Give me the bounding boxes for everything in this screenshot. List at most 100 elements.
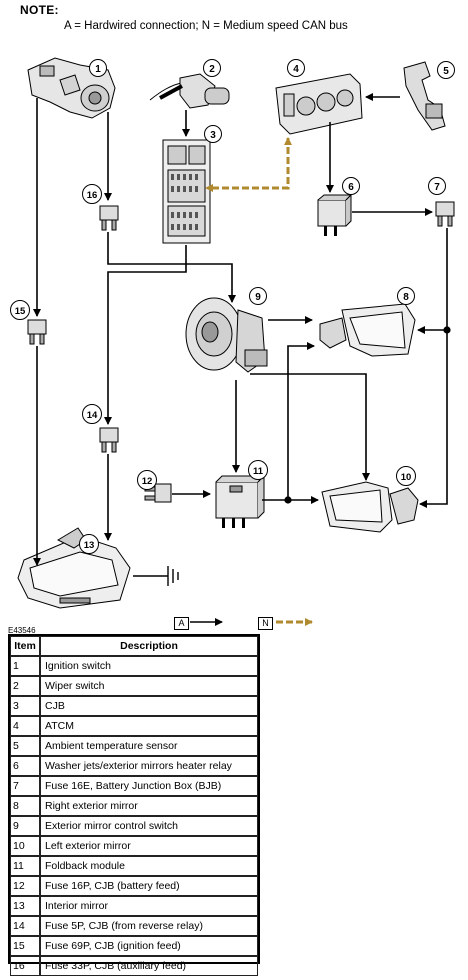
- row-description: Fuse 69P, CJB (ignition feed): [40, 936, 258, 956]
- row-description: Ignition switch: [40, 656, 258, 676]
- callout-4: 4: [287, 59, 305, 77]
- row-item: 7: [10, 776, 40, 796]
- callout-5-label: 5: [443, 66, 449, 77]
- callout-13-label: 13: [84, 540, 95, 551]
- callout-16-label: 16: [87, 190, 98, 201]
- row-description: Exterior mirror control switch: [40, 816, 258, 836]
- fuse-69p: [27, 319, 47, 345]
- callout-3-label: 3: [210, 130, 216, 141]
- row-description: Left exterior mirror: [40, 836, 258, 856]
- wiring-diagram: 1 2 3 4 5 6 7 8 9 10 11 12 13 14 15 16: [10, 57, 455, 626]
- callout-3: 3: [204, 125, 222, 143]
- wiper-switch: [149, 73, 230, 109]
- cjb-module: [162, 139, 211, 244]
- callout-10: 10: [396, 466, 416, 486]
- row-item: 15: [10, 936, 40, 956]
- callout-8: 8: [397, 287, 415, 305]
- row-item: 3: [10, 696, 40, 716]
- callout-11-label: 11: [253, 466, 264, 477]
- row-item: 14: [10, 916, 40, 936]
- legend-can-label: N: [258, 617, 273, 630]
- row-item: 10: [10, 836, 40, 856]
- row-description: CJB: [40, 696, 258, 716]
- callout-15-label: 15: [15, 306, 26, 317]
- row-item: 5: [10, 736, 40, 756]
- callout-16: 16: [82, 184, 102, 204]
- header-description: Description: [40, 636, 258, 656]
- row-item: 11: [10, 856, 40, 876]
- callout-7: 7: [428, 177, 446, 195]
- callout-1-label: 1: [95, 64, 101, 75]
- fuse-16e: [435, 201, 455, 227]
- callout-14: 14: [82, 404, 102, 424]
- mirror-control-switch: [185, 297, 268, 373]
- callout-1: 1: [89, 59, 107, 77]
- row-item: 6: [10, 756, 40, 776]
- callout-12-label: 12: [142, 476, 153, 487]
- callout-15: 15: [10, 300, 30, 320]
- row-item: 4: [10, 716, 40, 736]
- fuse-33p: [99, 205, 119, 231]
- row-item: 1: [10, 656, 40, 676]
- row-item: 13: [10, 896, 40, 916]
- callout-2-label: 2: [209, 64, 215, 75]
- fuse-5p: [99, 427, 119, 453]
- callout-11: 11: [248, 460, 268, 480]
- row-description: Ambient temperature sensor: [40, 736, 258, 756]
- callout-7-label: 7: [434, 182, 440, 193]
- row-description: Fuse 5P, CJB (from reverse relay): [40, 916, 258, 936]
- heater-relay: [317, 193, 353, 236]
- callout-9: 9: [249, 287, 267, 305]
- row-description: Interior mirror: [40, 896, 258, 916]
- note-title: NOTE:: [20, 3, 59, 17]
- callout-4-label: 4: [293, 64, 299, 75]
- callout-12: 12: [137, 470, 157, 490]
- row-item: 12: [10, 876, 40, 896]
- callout-14-label: 14: [87, 410, 98, 421]
- callout-6-label: 6: [348, 182, 354, 193]
- atcm-panel: [275, 73, 363, 135]
- callout-13: 13: [79, 534, 99, 554]
- figure-id: E43546: [8, 626, 36, 635]
- row-description: ATCM: [40, 716, 258, 736]
- row-description: Washer jets/exterior mirrors heater rela…: [40, 756, 258, 776]
- row-item: 2: [10, 676, 40, 696]
- row-item: 9: [10, 816, 40, 836]
- callout-10-label: 10: [401, 472, 412, 483]
- ground-symbol: [133, 566, 179, 586]
- callout-6: 6: [342, 177, 360, 195]
- legend-hardwired-label: A: [174, 617, 189, 630]
- ambient-temp-sensor: [403, 61, 446, 131]
- table-header-row: Item Description: [10, 636, 258, 656]
- row-description: Right exterior mirror: [40, 796, 258, 816]
- note-text: A = Hardwired connection; N = Medium spe…: [64, 20, 348, 32]
- header-item: Item: [10, 636, 40, 656]
- callout-5: 5: [437, 61, 455, 79]
- row-description: Fuse 33P, CJB (auxiliary feed): [40, 956, 258, 976]
- row-item: 8: [10, 796, 40, 816]
- callout-2: 2: [203, 59, 221, 77]
- hardwired-connections: [33, 93, 451, 626]
- row-description: Foldback module: [40, 856, 258, 876]
- callout-8-label: 8: [403, 292, 409, 303]
- row-description: Wiper switch: [40, 676, 258, 696]
- interior-mirror: [17, 527, 131, 609]
- can-bus-connections: [205, 137, 313, 626]
- right-mirror: [319, 303, 416, 357]
- row-item: 16: [10, 956, 40, 976]
- row-description: Fuse 16P, CJB (battery feed): [40, 876, 258, 896]
